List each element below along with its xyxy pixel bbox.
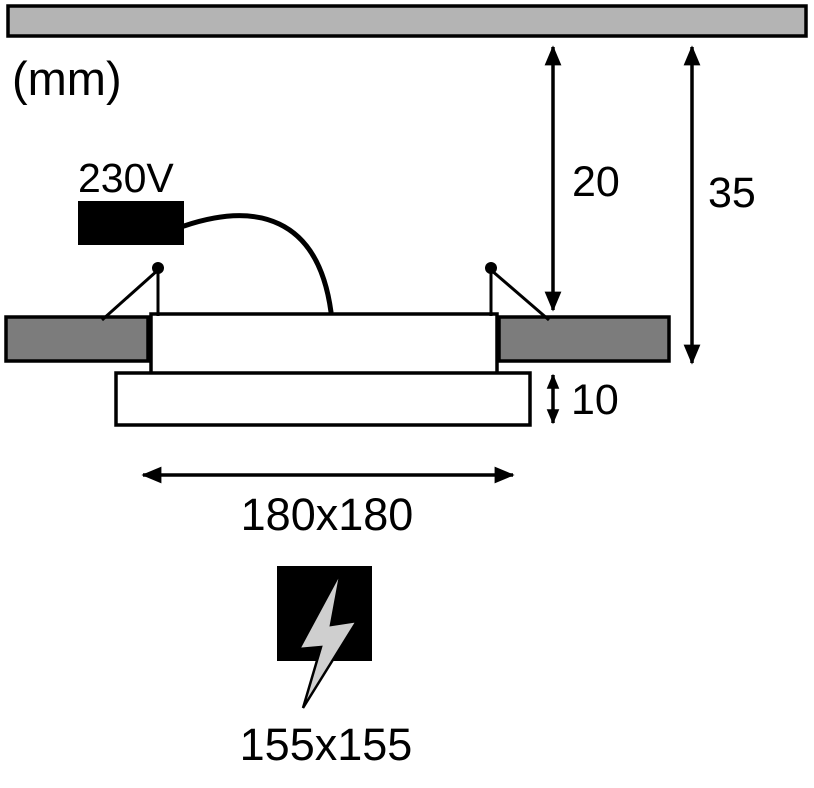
driver-box	[78, 201, 184, 245]
left-flange	[4, 315, 150, 363]
ceiling-bar	[6, 4, 808, 38]
voltage-label: 230V	[78, 155, 174, 201]
right-clip-spring	[490, 268, 550, 322]
left-clip-pivot	[152, 262, 164, 274]
panel-frame	[114, 371, 532, 427]
dim-label-cutout-size: 155x155	[240, 719, 413, 770]
fixture-body	[149, 312, 499, 376]
lightning-bolt-icon	[296, 570, 360, 709]
right-flange	[497, 315, 671, 363]
right-clip-pivot	[485, 262, 497, 274]
dim-label-total-depth: 35	[708, 169, 756, 217]
dim-label-frame-height: 10	[571, 376, 619, 424]
dim-label-panel-size: 180x180	[241, 489, 414, 540]
dim-label-recess-depth: 20	[572, 158, 620, 206]
unit-label: (mm)	[12, 52, 122, 105]
left-clip-spring	[101, 268, 159, 322]
power-cable	[181, 213, 334, 315]
